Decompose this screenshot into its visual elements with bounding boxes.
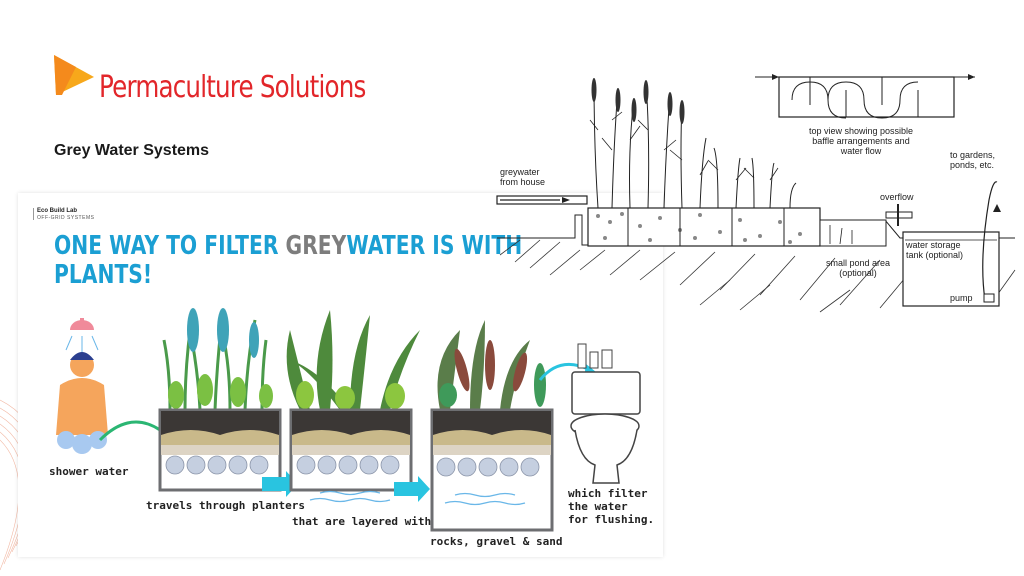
headline-line2: PLANTS! bbox=[54, 260, 153, 290]
headline-grey: GREY bbox=[285, 231, 347, 261]
label-top-view: top view showing possible baffle arrange… bbox=[800, 126, 922, 156]
planter-2 bbox=[286, 310, 430, 503]
label-layered: that are layered with bbox=[292, 515, 432, 528]
label-pond: small pond area (optional) bbox=[818, 258, 898, 278]
label-filter: which filter the water for flushing. bbox=[568, 487, 654, 526]
toilet-icon bbox=[570, 343, 641, 484]
label-filter-1: which filter bbox=[568, 487, 648, 500]
org-name: Eco Build Lab bbox=[37, 208, 78, 214]
label-pond-2: (optional) bbox=[839, 268, 877, 278]
label-travels: travels through planters bbox=[146, 499, 305, 512]
label-gardens-1: to gardens, bbox=[950, 150, 996, 160]
label-greywater-2: from house bbox=[500, 177, 546, 187]
label-gardens-2: ponds, etc. bbox=[950, 160, 995, 170]
label-pump: pump bbox=[950, 293, 973, 303]
label-storage-1: water storage bbox=[906, 240, 961, 250]
illustration-card bbox=[18, 193, 663, 557]
label-overflow: overflow bbox=[880, 192, 914, 202]
label-top-view-1: top view showing possible bbox=[808, 126, 914, 136]
headline-part2: WATER IS WITH bbox=[346, 231, 523, 261]
label-gardens: to gardens, ponds, etc. bbox=[950, 150, 995, 170]
planter-1 bbox=[158, 308, 298, 497]
planter-3 bbox=[430, 320, 596, 532]
label-storage: water storage tank (optional) bbox=[906, 240, 963, 260]
label-top-view-2: baffle arrangements and bbox=[812, 136, 910, 146]
org-divider bbox=[33, 208, 34, 220]
label-shower-water: shower water bbox=[49, 465, 129, 478]
label-rocks: rocks, gravel & sand bbox=[430, 535, 563, 548]
brand-name: Permaculture Solutions bbox=[99, 70, 366, 105]
card-headline: ONE WAY TO FILTER GREYWATER IS WITH PLAN… bbox=[54, 231, 522, 290]
headline-part1: ONE WAY TO FILTER bbox=[54, 231, 286, 261]
page-subtitle: Grey Water Systems bbox=[54, 142, 210, 159]
label-top-view-3: water flow bbox=[840, 146, 882, 156]
org-tag: OFF-GRID SYSTEMS bbox=[37, 215, 95, 221]
label-pond-1: small pond area bbox=[825, 258, 891, 268]
label-storage-2: tank (optional) bbox=[906, 250, 964, 260]
logo-icon bbox=[54, 55, 94, 95]
label-filter-2: the water bbox=[568, 500, 628, 513]
label-greywater: greywater from house bbox=[500, 167, 545, 187]
label-filter-3: for flushing. bbox=[568, 513, 655, 526]
label-greywater-1: greywater bbox=[500, 167, 540, 177]
